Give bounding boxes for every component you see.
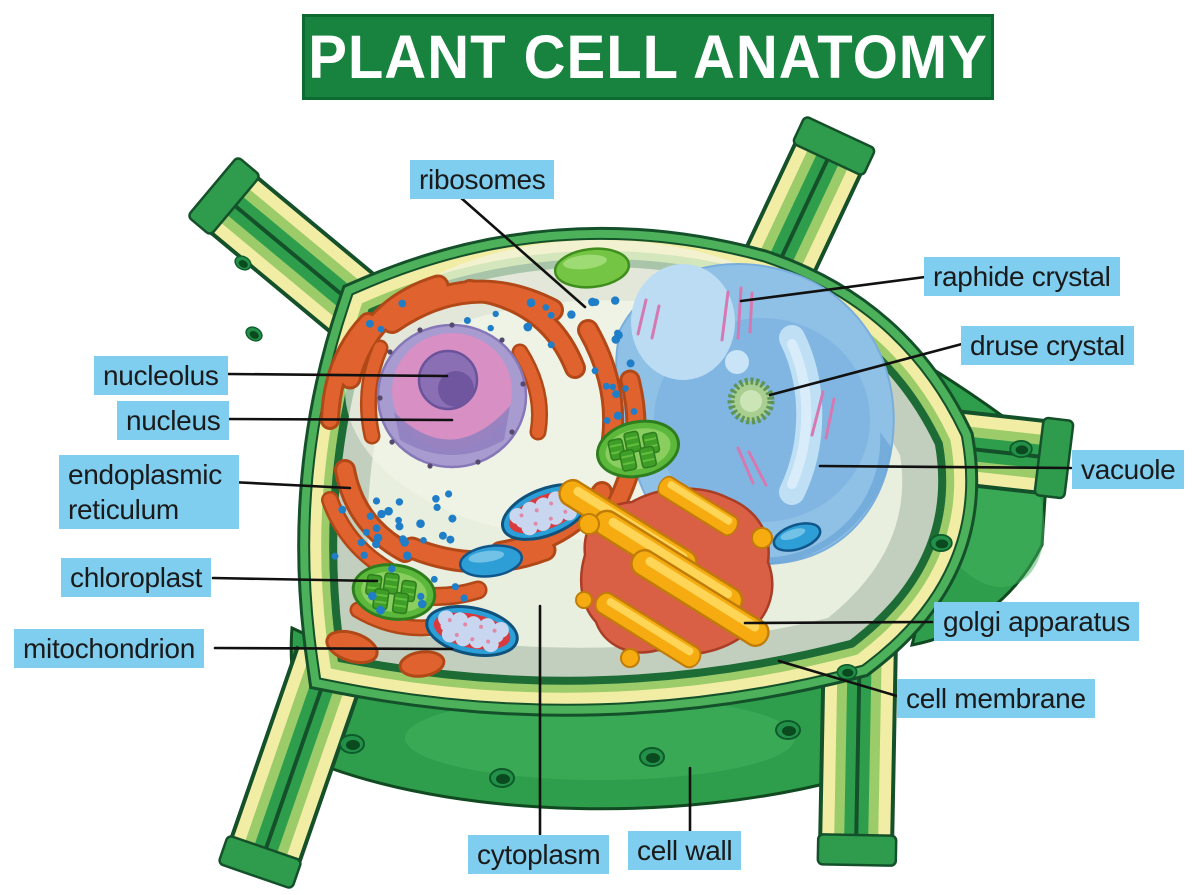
page-title: PLANT CELL ANATOMY xyxy=(308,22,988,92)
nucleus xyxy=(376,322,528,469)
label-vacuole: vacuole xyxy=(1072,450,1185,489)
label-mitochondrion: mitochondrion xyxy=(14,629,204,668)
nuclear-pores xyxy=(377,322,526,469)
label-nucleus: nucleus xyxy=(117,401,230,440)
label-chloroplast: chloroplast xyxy=(61,558,212,597)
label-cell-membrane: cell membrane xyxy=(897,679,1095,718)
label-cytoplasm: cytoplasm xyxy=(468,835,610,874)
label-cell-wall: cell wall xyxy=(628,831,742,870)
druse-crystal xyxy=(727,377,775,425)
nucleolus xyxy=(417,349,479,411)
golgi-apparatus xyxy=(553,472,775,672)
label-golgi-apparatus: golgi apparatus xyxy=(934,602,1139,641)
ribosomes xyxy=(331,296,638,615)
label-ribosomes: ribosomes xyxy=(410,160,555,199)
title-banner: PLANT CELL ANATOMY xyxy=(302,14,994,100)
connector-lines xyxy=(211,195,1073,836)
chloroplasts xyxy=(350,247,684,624)
label-endoplasmic-reticulum: endoplasmic reticulum xyxy=(59,455,239,529)
blue-vesicles xyxy=(458,522,822,578)
label-raphide-crystal: raphide crystal xyxy=(924,257,1120,296)
label-nucleolus: nucleolus xyxy=(94,356,228,395)
label-druse-crystal: druse crystal xyxy=(961,326,1134,365)
raphide-crystal xyxy=(636,286,836,487)
